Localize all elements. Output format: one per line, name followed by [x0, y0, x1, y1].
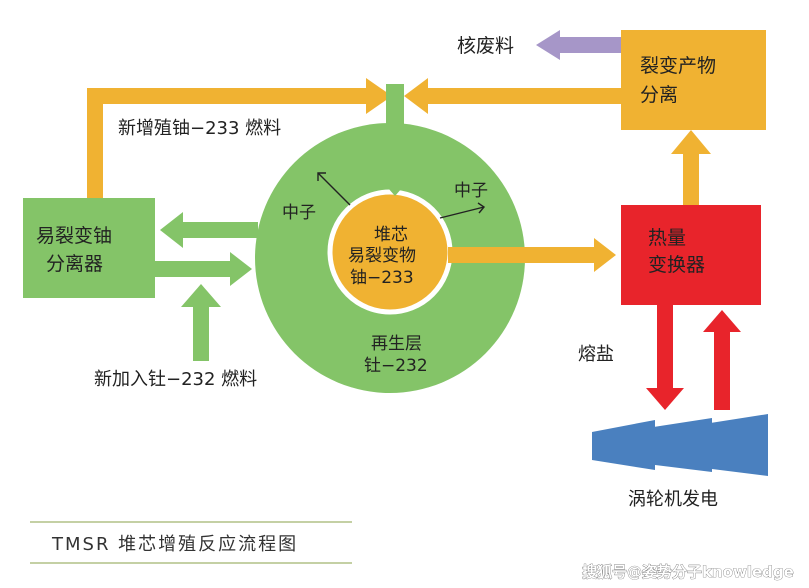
caption-text: TMSR 堆芯增殖反应流程图 — [51, 533, 298, 555]
molten-salt-up-arrow — [703, 310, 741, 410]
u-separator-label-2: 分离器 — [46, 253, 103, 275]
bred-fuel-return-arrow — [87, 78, 392, 198]
fuel-down-arrow — [374, 84, 416, 196]
bred-fuel-label: 新增殖铀−233 燃料 — [118, 117, 281, 139]
neutron-arrow-left — [317, 172, 351, 206]
core-label-1: 堆芯 — [374, 225, 408, 245]
turbine-icon — [592, 414, 768, 476]
separation-label-2: 分离 — [640, 84, 678, 106]
blanket-label-1: 再生层 — [371, 334, 422, 354]
separation-box — [621, 30, 766, 130]
heat-exchanger-label-2: 变换器 — [648, 254, 705, 276]
neutron-label-right: 中子 — [454, 181, 488, 201]
blanket-to-separator-arrow — [160, 212, 258, 248]
separator-to-blanket-arrow — [155, 252, 252, 286]
blanket-label-2: 钍−232 — [364, 356, 428, 376]
molten-salt-down-arrow — [646, 305, 684, 410]
waste-arrow — [536, 30, 624, 60]
watermark-text: 搜狐号@姿势分子knowledge — [582, 563, 794, 581]
heat-exchanger-box — [621, 205, 761, 305]
nuclear-waste-label: 核废料 — [457, 35, 514, 57]
core-to-exchanger-arrow — [448, 238, 616, 272]
u-separator-label-1: 易裂变铀 — [36, 225, 112, 247]
u-separator-box — [23, 198, 155, 298]
separation-label-1: 裂变产物 — [640, 55, 716, 77]
th-fuel-label: 新加入钍−232 燃料 — [94, 369, 257, 390]
core-label-2: 易裂变物 — [348, 246, 416, 266]
exchanger-to-separation-arrow — [671, 130, 711, 206]
molten-salt-label: 熔盐 — [578, 344, 614, 365]
neutron-arrow-right — [439, 202, 486, 219]
th-fuel-up-arrow — [181, 284, 221, 361]
heat-exchanger-label-1: 热量 — [648, 227, 686, 249]
core-label-3: 铀−233 — [350, 268, 414, 288]
separation-return-arrow — [404, 78, 624, 114]
turbine-label: 涡轮机发电 — [628, 489, 718, 510]
neutron-label-left: 中子 — [282, 203, 316, 223]
